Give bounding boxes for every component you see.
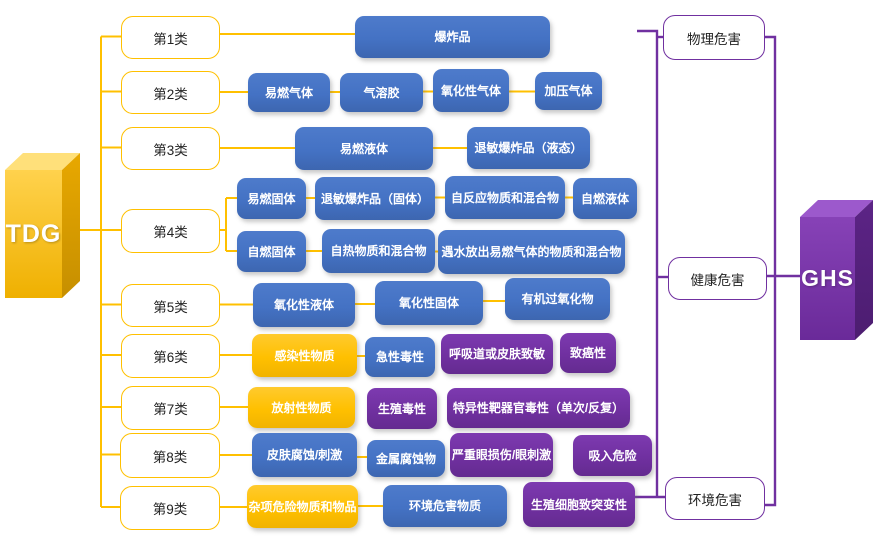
class-8-box: 第8类: [120, 433, 220, 478]
class-1-box: 第1类: [121, 16, 220, 59]
node-carcinogenicity: 致癌性: [560, 333, 616, 373]
node-respiratory-skin-sensitization: 呼吸道或皮肤致敏: [441, 334, 553, 374]
node-oxidizing-solids: 氧化性固体: [375, 281, 483, 325]
tdg-cube-side: [62, 153, 80, 298]
node-organic-peroxides: 有机过氧化物: [505, 278, 610, 320]
health-hazards-box: 健康危害: [668, 257, 767, 300]
node-self-reactive-substances: 自反应物质和混合物: [445, 176, 565, 219]
ghs-label: GHS: [801, 265, 854, 291]
node-reproductive-toxicity: 生殖毒性: [367, 388, 437, 429]
class-4-box: 第4类: [121, 209, 220, 253]
tdg-label: TDG: [5, 219, 62, 248]
node-aspiration-hazard: 吸入危险: [573, 435, 652, 476]
ghs-cube: [800, 200, 873, 340]
gold-connector-tree: [62, 33, 573, 508]
node-desensitized-explosives-solid: 退敏爆炸品（固体）: [315, 177, 435, 220]
node-environmentally-hazardous-substances: 环境危害物质: [383, 485, 507, 527]
node-self-heating-substances: 自热物质和混合物: [322, 229, 435, 273]
node-corrosive-to-metals: 金属腐蚀物: [367, 440, 445, 477]
class-9-box: 第9类: [120, 486, 220, 530]
tdg-cube: [5, 153, 80, 298]
node-germ-cell-mutagenicity: 生殖细胞致突变性: [523, 482, 635, 527]
tdg-cube-front: [5, 170, 62, 298]
class-5-box: 第5类: [121, 284, 220, 327]
right-purple-collector: [763, 35, 777, 507]
node-oxidizing-gases: 氧化性气体: [433, 69, 509, 112]
node-pyrophoric-solids: 自燃固体: [237, 231, 306, 272]
node-oxidizing-liquids: 氧化性液体: [253, 283, 355, 327]
ghs-cube-front: [800, 217, 855, 340]
node-explosives: 爆炸品: [355, 16, 550, 58]
environmental-hazards-box: 环境危害: [665, 477, 765, 520]
class-2-box: 第2类: [121, 71, 220, 114]
ghs-cube-top: [800, 200, 873, 217]
class-6-box: 第6类: [121, 334, 220, 378]
left-purple-collector: [637, 29, 659, 497]
node-water-reactive-flammable-gas-substances: 遇水放出易燃气体的物质和混合物: [438, 230, 625, 274]
node-gases-under-pressure: 加压气体: [535, 72, 602, 110]
node-infectious-substances: 感染性物质: [252, 334, 357, 377]
node-pyrophoric-liquids: 自燃液体: [573, 178, 637, 219]
node-flammable-liquids: 易燃液体: [295, 127, 433, 170]
node-miscellaneous-dangerous-goods: 杂项危险物质和物品: [247, 485, 358, 528]
node-flammable-solids: 易燃固体: [237, 178, 306, 219]
ghs-cube-side: [855, 200, 873, 340]
node-acute-toxicity: 急性毒性: [365, 337, 435, 377]
class4-bracket: [218, 197, 237, 252]
purple-connector-brackets: [635, 29, 800, 507]
node-stot-single-repeated: 特异性靶器官毒性（单次/反复）: [447, 388, 630, 428]
node-flammable-gases: 易燃气体: [248, 73, 330, 112]
node-desensitized-explosives-liquid: 退敏爆炸品（液态）: [467, 127, 590, 169]
node-serious-eye-damage-irritation: 严重眼损伤/眼刺激: [450, 433, 553, 477]
physical-hazards-box: 物理危害: [663, 15, 765, 60]
node-skin-corrosion-irritation: 皮肤腐蚀/刺激: [252, 433, 357, 477]
node-aerosols: 气溶胶: [340, 73, 423, 112]
tdg-cube-top: [5, 153, 80, 170]
class-3-box: 第3类: [121, 127, 220, 170]
class-7-box: 第7类: [121, 386, 220, 430]
node-radioactive-material: 放射性物质: [248, 387, 355, 428]
